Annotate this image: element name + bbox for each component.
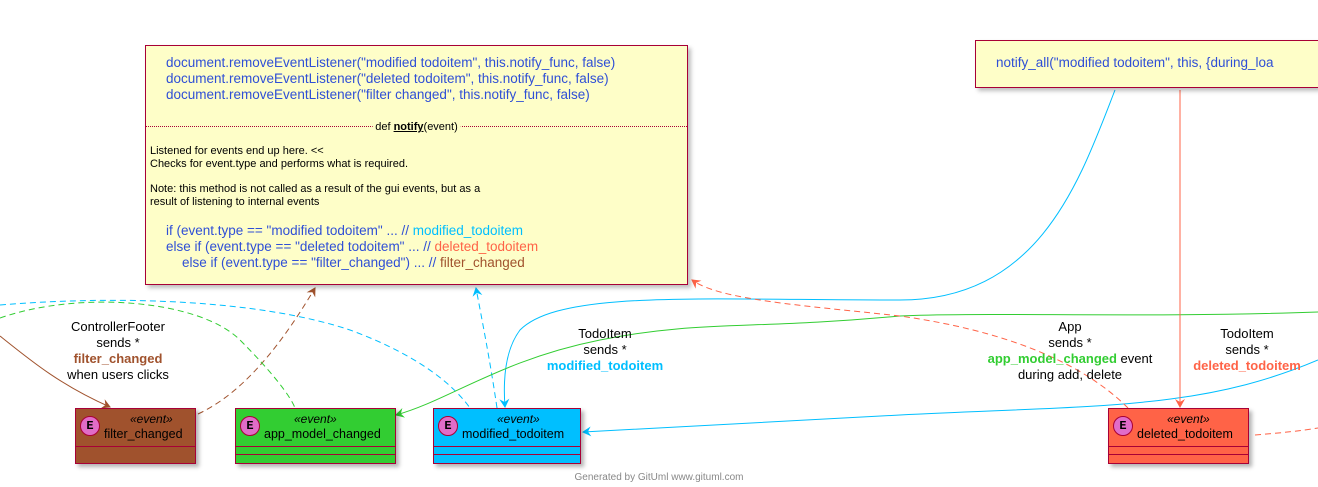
code-line-remove-deleted: document.removeEventListener("deleted to… bbox=[166, 71, 609, 86]
edge-deleted-todoitem-to-note bbox=[691, 279, 1129, 409]
event-stereotype: «event» bbox=[294, 412, 337, 426]
event-stereotype: «event» bbox=[130, 412, 173, 426]
edge-blue-dashed-left bbox=[0, 299, 471, 409]
note-remark-2: result of listening to internal events bbox=[150, 196, 320, 208]
edge-controllerfooter-filter-changed bbox=[0, 335, 111, 409]
edge-filter-changed-to-note bbox=[197, 287, 316, 415]
label-todoitem-deleted: TodoItem sends * deleted_todoitem bbox=[1193, 326, 1301, 373]
condition-deleted: else if (event.type == "deleted todoitem… bbox=[166, 239, 539, 254]
edge-notify-all-to-modified-todoitem bbox=[499, 89, 1116, 408]
event-stereotype-icon: E bbox=[240, 416, 260, 436]
note-remark-1: Note: this method is not called as a res… bbox=[150, 183, 481, 195]
code-line-remove-modified: document.removeEventListener("modified t… bbox=[166, 55, 616, 70]
event-stereotype: «event» bbox=[1167, 412, 1210, 426]
event-filter-changed[interactable]: E «event» filter_changed bbox=[75, 408, 196, 464]
code-line-remove-filter: document.removeEventListener("filter cha… bbox=[166, 87, 590, 102]
label-todoitem-modified: TodoItem sends * modified_todoitem bbox=[546, 326, 664, 373]
edge-app-to-app-model-changed bbox=[395, 311, 1318, 418]
note-description-2: Checks for event.type and performs what … bbox=[150, 158, 409, 170]
method-signature: def notify(event) bbox=[372, 121, 461, 133]
event-app-model-changed[interactable]: E «event» app_model_changed bbox=[235, 408, 396, 464]
method-separator: def notify(event) bbox=[146, 121, 687, 133]
edge-green-dashed-left bbox=[0, 301, 296, 409]
event-name: modified_todoitem bbox=[462, 427, 565, 441]
footer-credit: Generated by GitUml www.gituml.com bbox=[574, 472, 744, 483]
notify-all-note: notify_all("modified todoitem", this, {d… bbox=[975, 40, 1318, 88]
edge-deleted-todoitem-right bbox=[1254, 427, 1318, 436]
method-name: notify bbox=[393, 121, 424, 133]
label-controllerfooter: ControllerFooter sends * filter_changed … bbox=[67, 319, 169, 382]
label-app: App sends * app_model_changed event duri… bbox=[987, 319, 1153, 382]
event-name: filter_changed bbox=[104, 427, 183, 441]
event-stereotype-icon: E bbox=[438, 416, 458, 436]
event-name: deleted_todoitem bbox=[1137, 427, 1233, 441]
event-deleted-todoitem[interactable]: E «event» deleted_todoitem bbox=[1108, 408, 1249, 464]
code-line-notify-all: notify_all("modified todoitem", this, {d… bbox=[996, 55, 1274, 70]
notify-method-note: document.removeEventListener("modified t… bbox=[145, 45, 688, 285]
condition-modified: if (event.type == "modified todoitem" ..… bbox=[166, 223, 524, 238]
event-name: app_model_changed bbox=[264, 427, 381, 441]
event-stereotype: «event» bbox=[497, 412, 540, 426]
edge-modified-todoitem-to-note bbox=[472, 287, 504, 417]
event-stereotype-icon: E bbox=[1113, 416, 1133, 436]
note-description-1: Listened for events end up here. << bbox=[150, 145, 324, 157]
condition-filter: else if (event.type == "filter_changed")… bbox=[182, 255, 525, 270]
event-modified-todoitem[interactable]: E «event» modified_todoitem bbox=[433, 408, 581, 464]
event-stereotype-icon: E bbox=[80, 416, 100, 436]
